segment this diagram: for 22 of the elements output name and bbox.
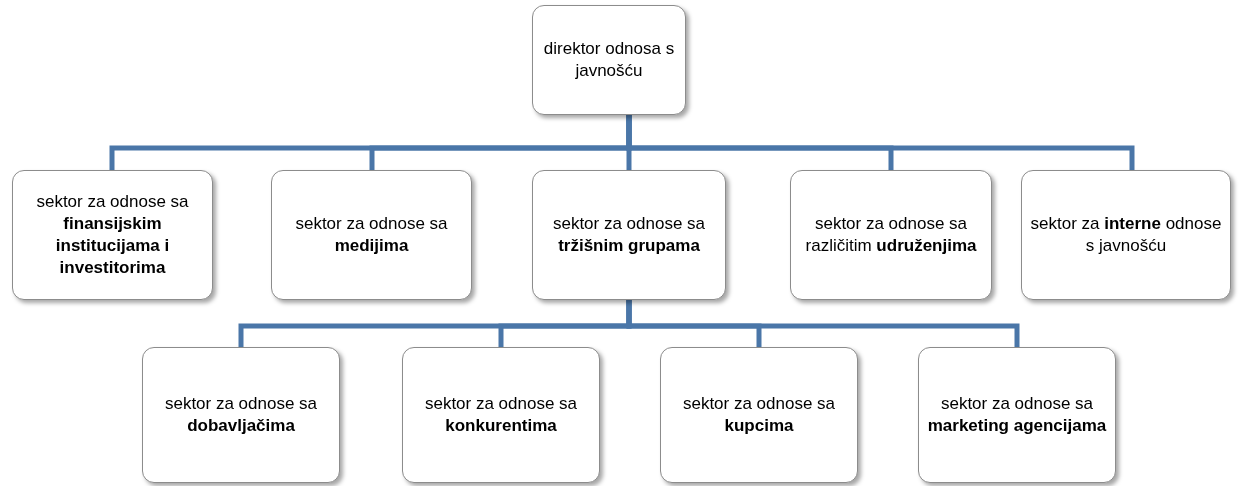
- box-text: sektor za odnose sa marketing agencijama: [927, 392, 1107, 437]
- org-box: [532, 170, 726, 300]
- org-box: [142, 347, 340, 483]
- box-text: sektor za interne odnose s javnošću: [1030, 212, 1222, 257]
- org-box: [790, 170, 992, 300]
- org-box: [12, 170, 213, 300]
- org-box: [532, 5, 686, 115]
- box-text: direktor odnosa s javnošću: [542, 37, 676, 82]
- box-text: sektor za odnose sa medijima: [294, 212, 449, 257]
- org-box: [402, 347, 600, 483]
- org-box: [918, 347, 1116, 483]
- connector-line: [626, 115, 1135, 170]
- org-box: [1021, 170, 1231, 300]
- box-text: sektor za odnose sa različitim udruženjima: [804, 212, 978, 257]
- box-text: sektor za odnose sa konkurentima: [423, 392, 579, 437]
- box-text: sektor za odnose sa tržišnim grupama: [551, 212, 707, 257]
- box-text: sektor za odnose sa finansijskim institucijama i investitorima: [35, 190, 190, 280]
- connector-line: [626, 300, 1020, 347]
- box-text: sektor za odnose sa kupcima: [681, 392, 837, 437]
- org-box: [660, 347, 858, 483]
- org-box: [271, 170, 472, 300]
- box-text: sektor za odnose sa dobavljačima: [163, 392, 319, 437]
